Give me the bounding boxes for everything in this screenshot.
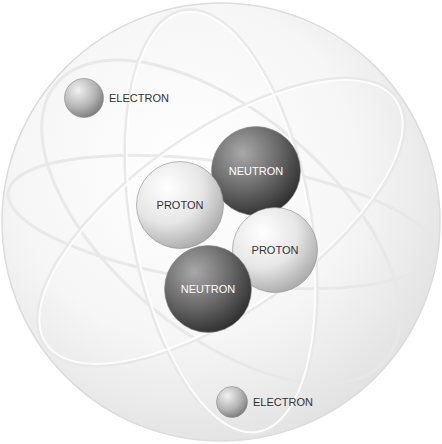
neutron-node: NEUTRON: [211, 126, 301, 216]
particle-ball: [137, 162, 224, 249]
particle-sphere: [216, 386, 248, 418]
neutron-node: NEUTRON: [164, 245, 252, 333]
proton-label: PROTON: [157, 199, 204, 211]
particle-ball: [165, 246, 252, 333]
neutron-label: NEUTRON: [229, 165, 283, 177]
proton-label: PROTON: [252, 244, 299, 256]
proton-node: PROTON: [136, 161, 224, 249]
electron-ball: [216, 386, 248, 418]
particle-ball: [217, 387, 248, 418]
neutron-label: NEUTRON: [181, 283, 235, 295]
electron-ball: [64, 78, 104, 118]
electron-node: ELECTRON: [216, 386, 315, 418]
particle-ball: [212, 127, 301, 216]
electron-label: ELECTRON: [253, 396, 313, 408]
atom-sphere: [2, 3, 440, 441]
particle-sphere: [64, 78, 104, 118]
particle-ball: [65, 79, 104, 118]
electron-label: ELECTRON: [109, 92, 169, 104]
electron-node: ELECTRON: [64, 78, 171, 118]
